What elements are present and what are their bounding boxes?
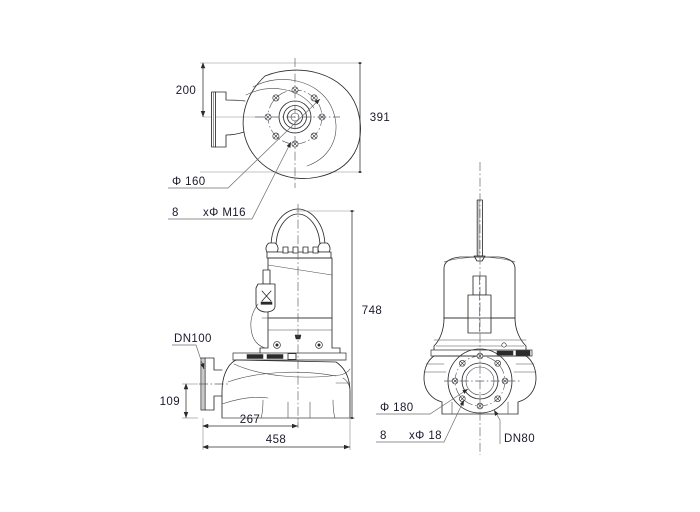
casing-bulge-lower xyxy=(227,371,337,383)
dimension-748: 748 xyxy=(350,210,382,419)
volute-outer-profile xyxy=(242,69,361,179)
leader-phi160 xyxy=(168,98,321,189)
callout-label-phi160: Φ 160 xyxy=(172,176,206,188)
leader-bolts-top xyxy=(168,141,292,220)
side-view xyxy=(199,204,351,428)
callout-label-bolt-count-front: 8 xyxy=(380,430,387,442)
callout-label-bolt-spec-top: xΦ M16 xyxy=(203,207,246,219)
bolt-hole-top xyxy=(272,94,280,102)
lifting-handle-inner xyxy=(275,213,321,248)
power-cable xyxy=(250,303,266,349)
bolt-hole-front xyxy=(501,377,509,385)
dim-label-109: 109 xyxy=(160,396,180,408)
bolt-hole-front xyxy=(459,395,466,402)
top-view xyxy=(200,58,361,188)
base-contour xyxy=(221,396,269,405)
callout-label-bolt-spec-front: xΦ 18 xyxy=(409,430,442,442)
leader-bolts-front xyxy=(376,399,465,443)
bolt-hole-top xyxy=(310,132,318,140)
cable-gland-band xyxy=(260,301,273,305)
clamp-detail-2 xyxy=(266,354,284,359)
callout-dn80: DN80 xyxy=(493,409,535,445)
callout-phi160: Φ 160 xyxy=(168,98,321,189)
dim-label-391: 391 xyxy=(370,112,390,124)
callout-label-phi180: Φ 180 xyxy=(380,402,414,414)
volute-casing-side xyxy=(221,359,351,419)
dimension-458: 458 xyxy=(202,434,350,450)
top-stud-2 xyxy=(292,246,299,254)
front-view xyxy=(423,162,537,455)
bolt-hole-group-front xyxy=(451,352,509,410)
bolt-hole-front xyxy=(459,360,466,367)
dimension-200: 200 xyxy=(176,62,206,117)
dimension-391: 391 xyxy=(358,62,390,173)
clamp-detail-front-1 xyxy=(496,350,514,356)
bolt-hole-group-top xyxy=(264,86,326,148)
base-leg-right xyxy=(332,399,336,419)
leader-phi180 xyxy=(376,388,469,415)
dim-label-458: 458 xyxy=(266,434,286,446)
top-stud-4 xyxy=(312,246,319,254)
callout-phi180: Φ 180 xyxy=(376,388,469,415)
bolt-hole-front xyxy=(451,377,459,385)
motor-housing xyxy=(267,257,333,319)
dimension-267: 267 xyxy=(202,414,298,429)
cable-gland-body xyxy=(255,283,276,313)
base-legs-front xyxy=(441,401,519,415)
adaptor-bolt-left xyxy=(273,341,281,349)
callout-bolts-front: 8 xΦ 18 xyxy=(376,399,465,443)
motor-seam-diagonal xyxy=(267,264,333,276)
bolt-hole-front xyxy=(494,395,501,402)
clamp-detail-1 xyxy=(246,354,264,359)
callout-label-dn100: DN100 xyxy=(174,333,212,345)
cable-gland-symbol xyxy=(261,290,272,302)
top-stud-1 xyxy=(282,246,289,254)
motor-housing-front xyxy=(443,256,516,319)
clamp-bolt-front xyxy=(501,342,507,348)
suction-neck xyxy=(214,91,246,148)
dim-label-267: 267 xyxy=(240,414,260,426)
dimension-109: 109 xyxy=(160,383,189,418)
callout-label-bolt-count-top: 8 xyxy=(172,207,179,219)
base-legs-inner-front xyxy=(451,401,509,415)
casing-right-curve xyxy=(342,377,351,393)
dim-label-748: 748 xyxy=(362,305,382,317)
callout-bolts-top: 8 xΦ M16 xyxy=(168,141,292,220)
bolt-hole-top xyxy=(272,132,280,140)
top-stud-3 xyxy=(302,246,309,254)
bolt-hole-top xyxy=(310,94,318,102)
motor-top-plate xyxy=(266,251,332,259)
callout-label-dn80: DN80 xyxy=(504,433,535,445)
volute-inner-spiral xyxy=(252,79,337,167)
leader-dn80 xyxy=(493,409,501,444)
bolt-hole-front xyxy=(494,360,501,367)
clamp-detail-3 xyxy=(287,353,297,360)
adaptor-bolt-right xyxy=(315,341,323,349)
cable-gland-stem xyxy=(262,269,271,285)
leader-dn100 xyxy=(172,344,205,370)
handle-foot-left xyxy=(265,242,279,253)
callout-dn100: DN100 xyxy=(172,333,212,370)
dim-label-200: 200 xyxy=(176,85,196,97)
base-leg-left xyxy=(260,399,264,419)
clamp-detail-front-2 xyxy=(515,350,531,356)
handle-foot-right xyxy=(317,242,331,253)
volute-inner-spiral-2 xyxy=(245,88,315,109)
